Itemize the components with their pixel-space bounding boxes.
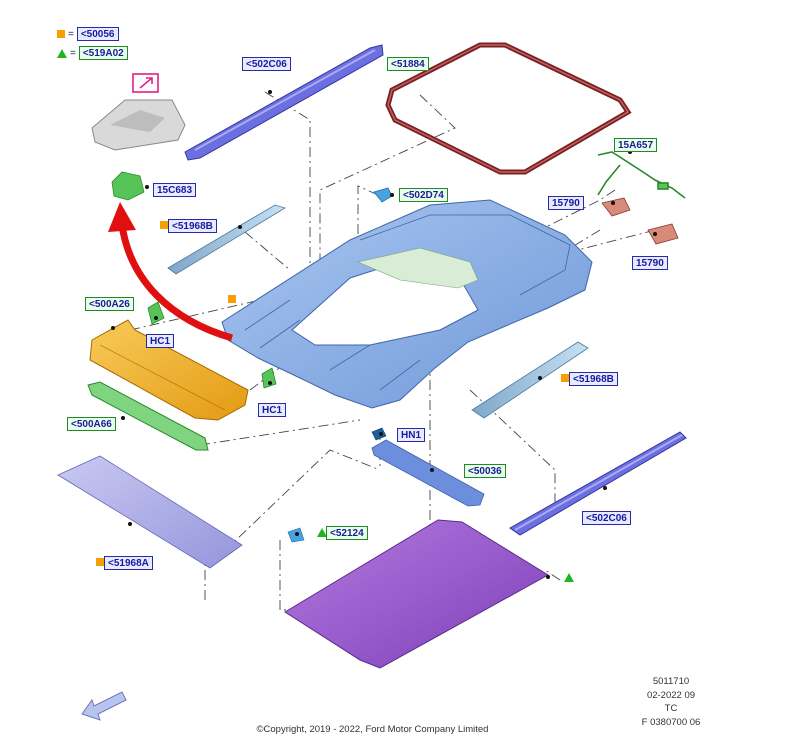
orange-square-icon xyxy=(561,374,569,382)
figure-number: F 0380700 06 xyxy=(641,717,701,728)
green-bracket-part xyxy=(111,171,145,201)
direction-arrow-icon xyxy=(81,691,127,721)
callout-15790-a[interactable]: 15790 xyxy=(548,196,584,210)
green-triangle-icon xyxy=(317,528,327,537)
ref-number: 5011710 xyxy=(652,676,690,687)
teal-trim-left xyxy=(167,204,286,275)
callout-502C06-top[interactable]: <502C06 xyxy=(242,57,291,71)
callout-HN1[interactable]: HN1 xyxy=(397,428,426,442)
green-triangle-icon xyxy=(564,573,574,582)
roof-rail-bottom xyxy=(509,431,687,536)
callout-502D74[interactable]: <502D74 xyxy=(399,188,448,202)
callout-HC1-a[interactable]: HC1 xyxy=(146,334,175,348)
callout-HC1-b[interactable]: HC1 xyxy=(258,403,287,417)
roof-headliner-assembly xyxy=(221,199,593,409)
orange-square-icon xyxy=(160,221,168,229)
lamp-brackets xyxy=(601,197,679,245)
purple-headliner xyxy=(284,519,549,669)
callout-51968B-right[interactable]: <51968B xyxy=(569,372,618,386)
clip-part xyxy=(373,187,393,203)
lavender-panel xyxy=(57,455,243,569)
callout-500A26[interactable]: <500A26 xyxy=(85,297,134,311)
callout-500A66[interactable]: <500A66 xyxy=(67,417,116,431)
wiring-harness xyxy=(597,151,686,199)
red-arrow xyxy=(108,202,233,342)
teal-trim-right xyxy=(471,341,589,419)
legend-equals: = xyxy=(68,28,74,40)
copyright-notice: ©Copyright, 2019 - 2022, Ford Motor Comp… xyxy=(256,724,489,735)
diagram-code: TC xyxy=(664,703,678,714)
roof-rail-top xyxy=(184,44,384,161)
green-trim xyxy=(87,381,209,451)
callout-51884[interactable]: <51884 xyxy=(387,57,429,71)
center-strip xyxy=(371,439,485,507)
orange-square-icon xyxy=(96,558,104,566)
callout-51968A[interactable]: <51968A xyxy=(104,556,153,570)
callout-51968B-left[interactable]: <51968B xyxy=(168,219,217,233)
callout-15C683[interactable]: 15C683 xyxy=(153,183,197,197)
callout-502C06-bottom[interactable]: <502C06 xyxy=(582,511,631,525)
legend-orange-row: = <50056 xyxy=(57,27,119,41)
callout-52124[interactable]: <52124 xyxy=(326,526,368,540)
legend-code-519A02[interactable]: <519A02 xyxy=(78,46,128,60)
orange-square-icon xyxy=(228,295,236,303)
legend-code-50056[interactable]: <50056 xyxy=(76,27,119,41)
orange-bracket xyxy=(89,319,249,421)
legend-green-triangle-icon xyxy=(57,48,67,58)
legend-orange-square-icon xyxy=(57,30,65,38)
legend-equals: = xyxy=(70,47,76,59)
callout-15790-b[interactable]: 15790 xyxy=(632,256,668,270)
legend-green-row: = <519A02 xyxy=(57,46,128,60)
callout-15A657[interactable]: 15A657 xyxy=(614,138,658,152)
sunroof-seal xyxy=(385,42,632,175)
overhead-console xyxy=(91,73,186,151)
hc1-bracket-lower xyxy=(261,367,277,389)
diagram-date: 02-2022 09 xyxy=(646,690,696,701)
hc1-bracket-upper xyxy=(147,301,165,325)
callout-50036[interactable]: <50036 xyxy=(464,464,506,478)
